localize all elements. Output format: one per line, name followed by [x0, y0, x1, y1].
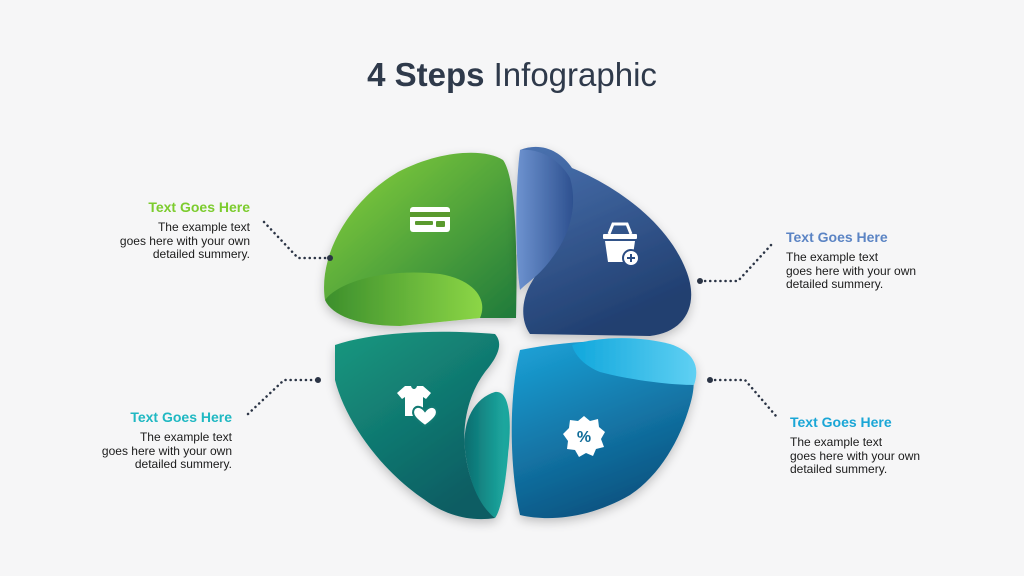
petal-step-4 — [511, 338, 697, 519]
connector-step-1 — [262, 220, 332, 260]
connector-step-2 — [698, 242, 774, 283]
step-4-body-line-2: goes here with your own — [790, 448, 921, 463]
tshirt-heart-icon — [397, 386, 438, 428]
svg-text:%: % — [577, 429, 591, 446]
connector-lines — [246, 220, 778, 418]
title-bold: 4 Steps — [367, 56, 485, 93]
step-4-body: The example text goes here with your own… — [790, 435, 1010, 477]
step-2-body-line-2: goes here with your own — [786, 263, 917, 278]
shopping-basket-add-icon — [603, 222, 640, 267]
step-1-heading: Text Goes Here — [148, 199, 250, 215]
petal-step-2 — [516, 146, 692, 336]
step-4-heading: Text Goes Here — [790, 414, 892, 430]
step-3-body: The example text goes here with your own… — [0, 430, 232, 472]
connector-step-3 — [246, 378, 320, 416]
step-3-body-line-2: goes here with your own — [101, 443, 232, 458]
connector-step-4 — [708, 378, 778, 418]
step-1-body-line-3: detailed summery. — [152, 247, 250, 261]
step-2-heading: Text Goes Here — [786, 229, 888, 245]
step-1-body-line-2: goes here with your own — [119, 233, 250, 248]
connector-dots — [315, 255, 713, 383]
step-4-body-line-1: The example text — [790, 435, 883, 449]
step-3-text: Text Goes Here The example text goes her… — [0, 409, 232, 472]
petal-step-3 — [335, 331, 510, 520]
connector-dot-2 — [697, 278, 703, 284]
petal-step-1 — [324, 152, 517, 326]
step-2-body-line-3: detailed summery. — [786, 277, 884, 291]
step-3-body-line-1: The example text — [139, 430, 232, 444]
page-title: 4 Steps Infographic — [0, 56, 1024, 94]
step-2-body-line-1: The example text — [786, 250, 879, 264]
discount-badge-icon: % — [563, 416, 605, 457]
step-1-body-line-1: The example text — [157, 220, 250, 234]
step-4-body-line-3: detailed summery. — [790, 462, 888, 476]
credit-card-icon — [410, 207, 450, 232]
connector-dot-4 — [707, 377, 713, 383]
step-3-body-line-3: detailed summery. — [134, 457, 232, 471]
step-4-text: Text Goes Here The example text goes her… — [790, 414, 1010, 477]
connector-dot-3 — [315, 377, 321, 383]
title-regular: Infographic — [493, 56, 657, 93]
step-1-text: Text Goes Here The example text goes her… — [10, 199, 250, 262]
step-2-text: Text Goes Here The example text goes her… — [786, 229, 1006, 292]
step-3-heading: Text Goes Here — [130, 409, 232, 425]
connector-dot-1 — [327, 255, 333, 261]
step-1-body: The example text goes here with your own… — [10, 220, 250, 262]
step-2-body: The example text goes here with your own… — [786, 250, 1006, 292]
